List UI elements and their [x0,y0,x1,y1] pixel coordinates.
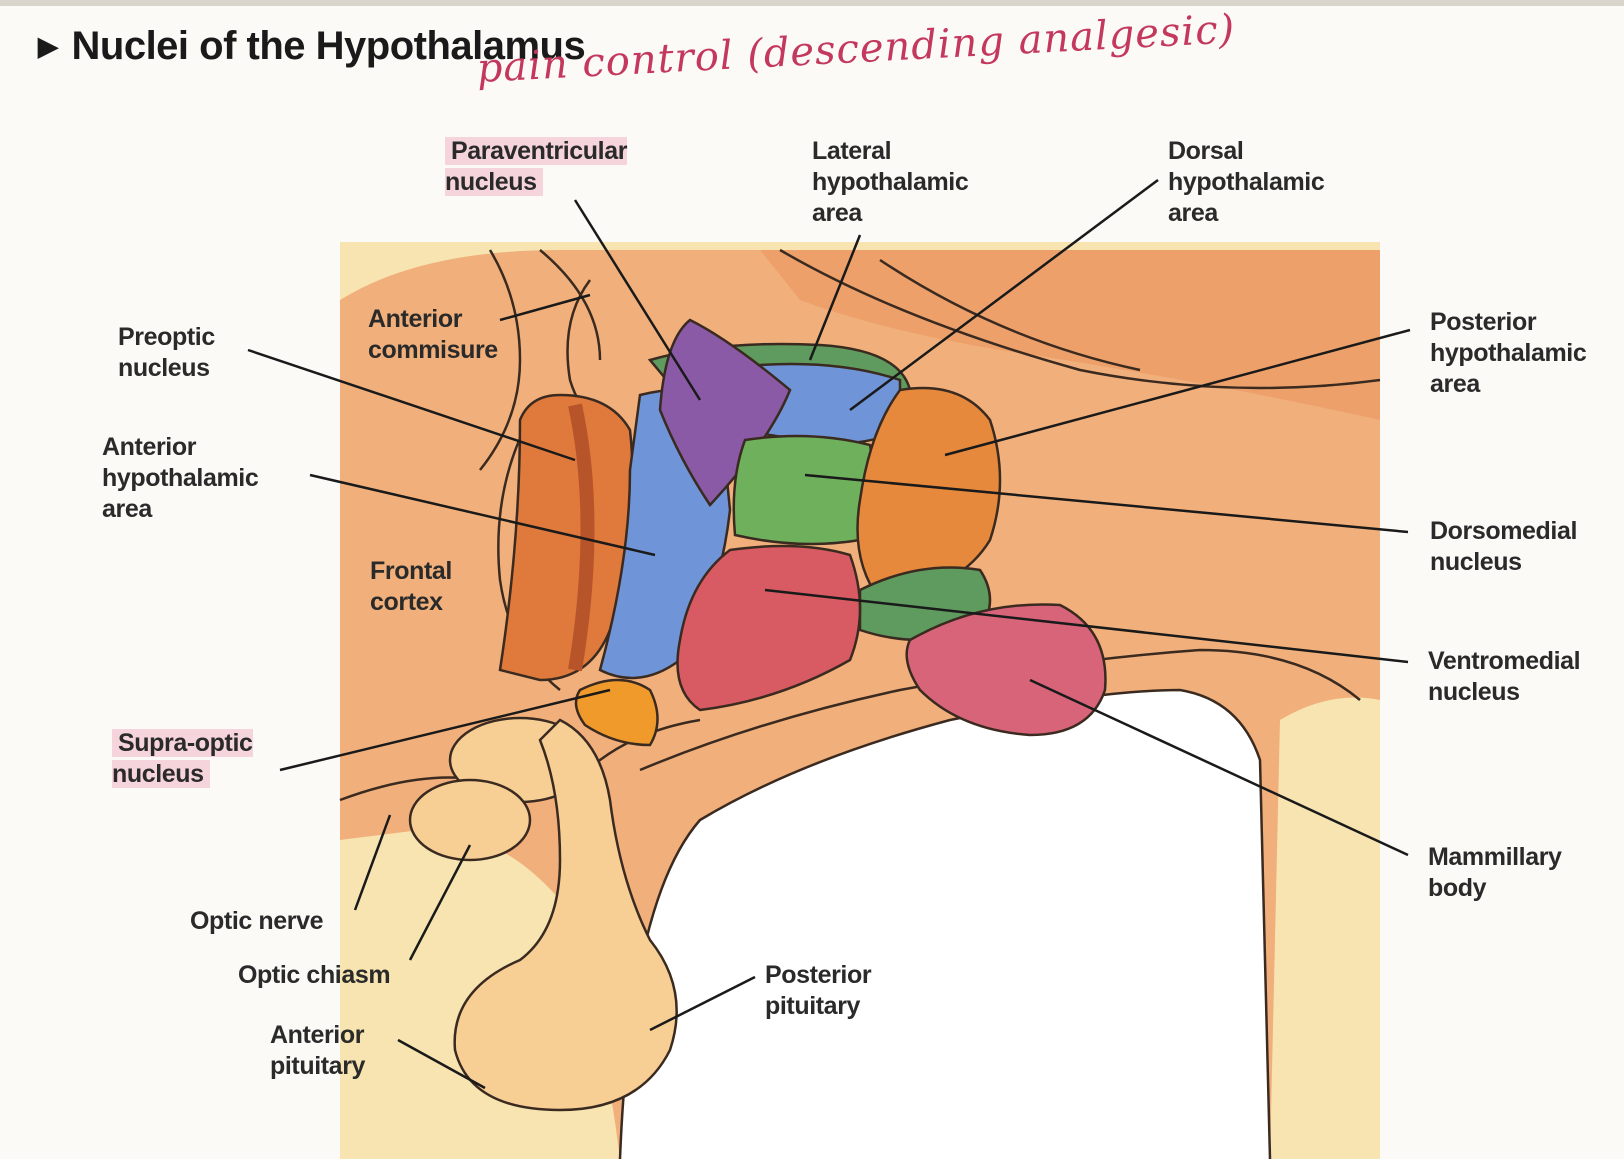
label-text: Paraventricular nucleus [445,137,627,196]
optic-nerve-lobe [410,780,530,860]
label-anterior-hypothalamic-area: Anterior hypothalamic area [102,432,258,525]
label-optic-nerve: Optic nerve [190,906,323,937]
dorsomedial-nucleus-shape [734,436,874,544]
label-preoptic-nucleus: Preoptic nucleus [118,322,215,384]
label-supra-optic-nucleus: Supra-optic nucleus [112,728,253,790]
label-frontal-cortex: Frontal cortex [370,556,452,618]
label-dorsal-hypothalamic-area: Dorsal hypothalamic area [1168,136,1324,229]
label-ventromedial-nucleus: Ventromedial nucleus [1428,646,1580,708]
label-text: Supra-optic nucleus [112,729,253,788]
label-posterior-pituitary: Posterior pituitary [765,960,871,1022]
label-mammillary-body: Mammillary body [1428,842,1562,904]
label-lateral-hypothalamic-area: Lateral hypothalamic area [812,136,968,229]
label-anterior-pituitary: Anterior pituitary [270,1020,365,1082]
label-posterior-hypothalamic-area: Posterior hypothalamic area [1430,307,1586,400]
label-optic-chiasm: Optic chiasm [238,960,390,991]
label-paraventricular-nucleus: Paraventricular nucleus [445,136,627,198]
label-dorsomedial-nucleus: Dorsomedial nucleus [1430,516,1577,578]
label-anterior-commisure: Anterior commisure [368,304,498,366]
